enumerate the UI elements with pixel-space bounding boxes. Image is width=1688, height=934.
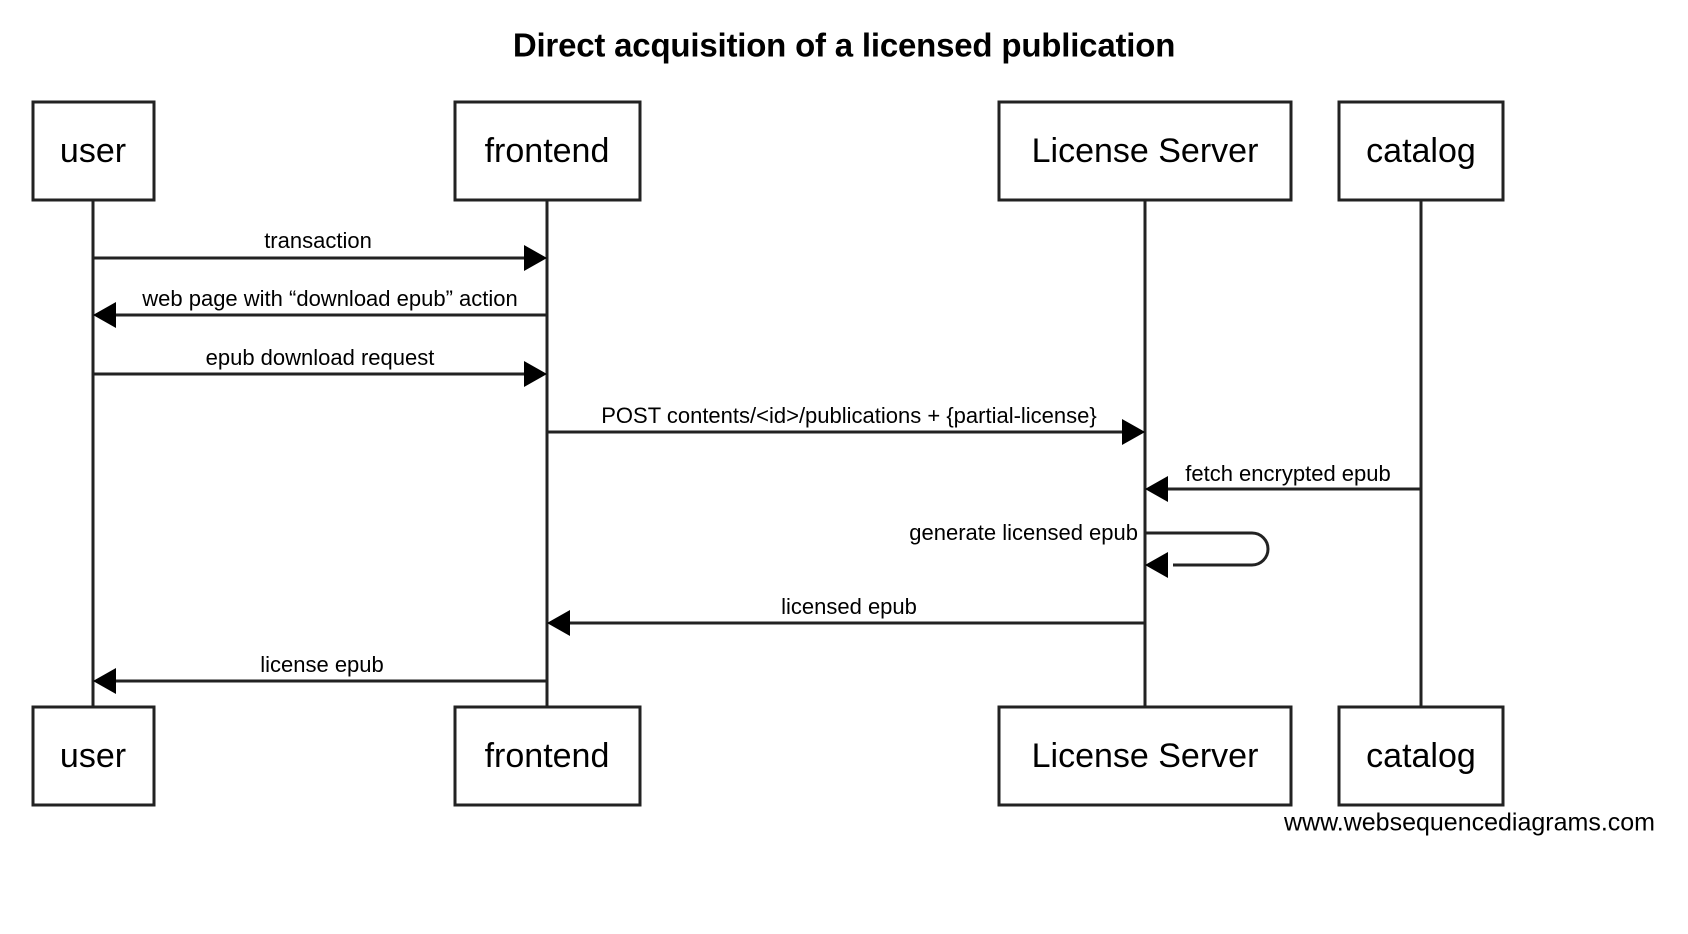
participant-frontend-bottom[interactable]: frontend: [453, 705, 642, 807]
participant-label: user: [60, 132, 126, 170]
footer-watermark: www.websequencediagrams.com: [1283, 809, 1655, 837]
lifelines: [91, 199, 1423, 707]
participant-box: [31, 705, 156, 807]
arrow-head-right-icon: [1122, 419, 1145, 445]
participant-box: [31, 100, 156, 202]
participant-box: [453, 100, 642, 202]
participant-license-server-top[interactable]: License Server: [997, 100, 1293, 202]
self-message-loop: [1145, 531, 1270, 567]
participant-box: [1337, 100, 1505, 202]
message-label: license epub: [260, 652, 384, 677]
message-label: POST contents/<id>/publications + {parti…: [601, 403, 1097, 428]
message-generate-licensed-epub[interactable]: generate licensed epub: [909, 520, 1270, 578]
message-label: transaction: [264, 228, 372, 253]
participant-box: [453, 705, 642, 807]
message-label: web page with “download epub” action: [141, 286, 517, 311]
participant-label: catalog: [1366, 737, 1476, 775]
message-transaction[interactable]: transaction: [93, 228, 547, 271]
arrow-head-left-icon: [93, 302, 116, 328]
message-web-page-download-epub-action[interactable]: web page with “download epub” action: [93, 286, 547, 328]
participant-boxes-bottom: user frontend License Server catalog: [31, 705, 1505, 807]
participant-label: License Server: [1032, 737, 1259, 775]
participant-license-server-bottom[interactable]: License Server: [997, 705, 1293, 807]
participant-label: License Server: [1032, 132, 1259, 170]
arrow-head-left-icon: [93, 668, 116, 694]
participant-catalog-top[interactable]: catalog: [1337, 100, 1505, 202]
participant-user-top[interactable]: user: [31, 100, 156, 202]
message-label: epub download request: [206, 345, 435, 370]
participant-boxes-top: user frontend License Server catalog: [31, 100, 1505, 202]
participant-user-bottom[interactable]: user: [31, 705, 156, 807]
arrow-head-right-icon: [524, 361, 547, 387]
message-label: licensed epub: [781, 594, 917, 619]
participant-box: [997, 100, 1293, 202]
arrow-head-left-icon: [1145, 552, 1168, 578]
participant-frontend-top[interactable]: frontend: [453, 100, 642, 202]
participant-box: [997, 705, 1293, 807]
message-epub-download-request[interactable]: epub download request: [93, 345, 547, 387]
participant-label: frontend: [485, 132, 610, 170]
participant-label: frontend: [485, 737, 610, 775]
participant-label: user: [60, 737, 126, 775]
message-license-epub[interactable]: license epub: [93, 652, 547, 694]
participant-label: catalog: [1366, 132, 1476, 170]
message-fetch-encrypted-epub[interactable]: fetch encrypted epub: [1145, 461, 1421, 502]
participant-catalog-bottom[interactable]: catalog: [1337, 705, 1505, 807]
participant-box: [1337, 705, 1505, 807]
arrow-head-right-icon: [524, 245, 547, 271]
arrow-head-left-icon: [1145, 476, 1168, 502]
message-label: fetch encrypted epub: [1185, 461, 1390, 486]
message-label: generate licensed epub: [909, 520, 1138, 545]
page-title: Direct acquisition of a licensed publica…: [513, 27, 1175, 64]
message-post-contents-publications[interactable]: POST contents/<id>/publications + {parti…: [547, 403, 1145, 445]
arrow-head-left-icon: [547, 610, 570, 636]
message-licensed-epub[interactable]: licensed epub: [547, 594, 1145, 636]
